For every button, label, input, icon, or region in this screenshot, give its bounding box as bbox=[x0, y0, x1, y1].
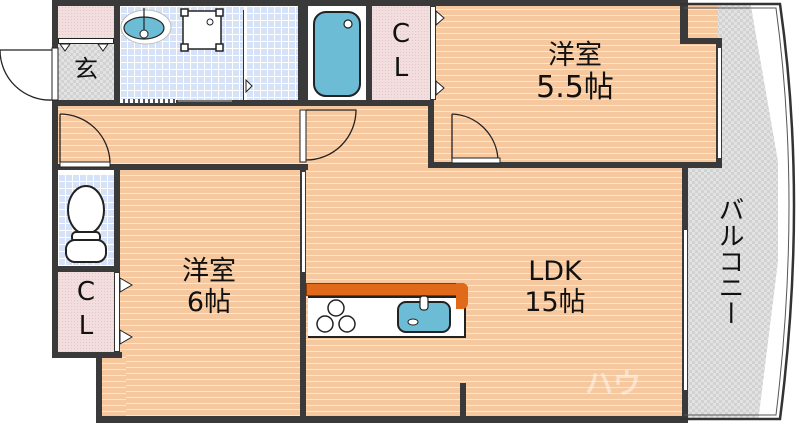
wall-washroom-bath bbox=[298, 0, 308, 104]
gas-stove-icon bbox=[316, 299, 356, 333]
western-room-a-size: 5.5帖 bbox=[536, 70, 614, 106]
entrance-label: 玄 bbox=[74, 55, 98, 83]
kitchen-sink-icon bbox=[397, 295, 451, 333]
window-balcony-ldk bbox=[684, 230, 687, 390]
wall-hall-bottom bbox=[52, 164, 308, 170]
closet-top-label-line1: C bbox=[391, 19, 411, 49]
wall-wetarea-bottom bbox=[58, 100, 434, 106]
room-a-door-swing-icon[interactable] bbox=[450, 112, 502, 164]
western-room-b-floor bbox=[118, 170, 304, 416]
wall-right-room-a-top bbox=[680, 0, 688, 44]
washroom-counter-edge bbox=[178, 100, 232, 102]
wall-room-a-left bbox=[428, 100, 434, 168]
wall-left bbox=[52, 100, 58, 358]
closet-left-label-line2: L bbox=[78, 310, 94, 341]
wall-entrance-right bbox=[114, 0, 120, 104]
closet-left-floor bbox=[58, 272, 114, 352]
balcony-outline-icon bbox=[680, 2, 796, 421]
closet-top-door-arrows-icon bbox=[435, 9, 445, 97]
closet-top-label: C L bbox=[372, 18, 430, 86]
western-room-b-label: 洋室 6帖 bbox=[134, 256, 284, 318]
wall-toilet-right bbox=[114, 170, 120, 352]
wall-bath-closet bbox=[366, 0, 372, 104]
wall-bottom bbox=[96, 416, 686, 423]
ldk-name: LDK bbox=[528, 256, 582, 287]
western-room-a-label: 洋室 5.5帖 bbox=[500, 40, 650, 106]
window-balcony-room-a bbox=[718, 48, 721, 158]
kitchen-backsplash-return bbox=[456, 283, 468, 309]
western-room-a-floor bbox=[432, 4, 718, 164]
hall-door-swing-icon[interactable] bbox=[58, 112, 114, 168]
western-room-b-size: 6帖 bbox=[186, 287, 232, 319]
sliding-door-arrow-icon bbox=[245, 78, 253, 94]
sliding-door-room-b[interactable] bbox=[302, 172, 305, 272]
wall-left-lower bbox=[96, 352, 102, 423]
entrance-floor bbox=[58, 44, 116, 100]
shoe-cabinet-arrows-icon bbox=[59, 43, 109, 52]
toilet-icon bbox=[65, 185, 107, 263]
western-room-b-name: 洋室 bbox=[182, 256, 236, 287]
wall-ldk-stub bbox=[460, 383, 466, 419]
washroom-door-swing-icon[interactable] bbox=[299, 106, 362, 164]
washroom-shelf bbox=[120, 99, 176, 103]
wall-left-lower-step bbox=[52, 352, 122, 358]
washroom-2-floor bbox=[246, 6, 298, 102]
wall-toilet-closet bbox=[58, 266, 118, 272]
bathtub-icon bbox=[313, 11, 361, 97]
watermark: ハウ bbox=[585, 367, 642, 400]
closet-left-label: C L bbox=[58, 276, 114, 344]
ldk-label: LDK 15帖 bbox=[480, 256, 630, 318]
closet-left-label-line1: C bbox=[76, 277, 96, 307]
hallway-floor bbox=[54, 104, 434, 170]
balcony-label: バルコニー bbox=[714, 196, 744, 326]
closet-top-door[interactable] bbox=[430, 6, 436, 100]
closet-top-floor bbox=[372, 6, 430, 102]
washing-machine-pan-icon bbox=[180, 8, 224, 52]
wall-room-a-bottom bbox=[430, 162, 722, 168]
closet-top-label-line2: L bbox=[393, 52, 409, 83]
kitchen-backsplash bbox=[306, 283, 468, 296]
wall-room-b-ldk bbox=[300, 164, 306, 423]
ldk-size: 15帖 bbox=[524, 287, 586, 319]
closet-left-door-arrows-icon bbox=[119, 277, 133, 345]
wall-left-upper bbox=[52, 0, 58, 48]
entrance-storage-floor bbox=[58, 6, 116, 38]
wall-right-room-a-step bbox=[680, 38, 722, 44]
entry-door-swing-icon[interactable] bbox=[0, 47, 59, 102]
sliding-door-washroom[interactable] bbox=[243, 10, 246, 100]
western-room-a-name: 洋室 bbox=[548, 40, 602, 71]
shoe-cabinet bbox=[58, 38, 114, 44]
closet-left-door[interactable] bbox=[114, 272, 120, 352]
washbasin-icon bbox=[120, 8, 172, 45]
